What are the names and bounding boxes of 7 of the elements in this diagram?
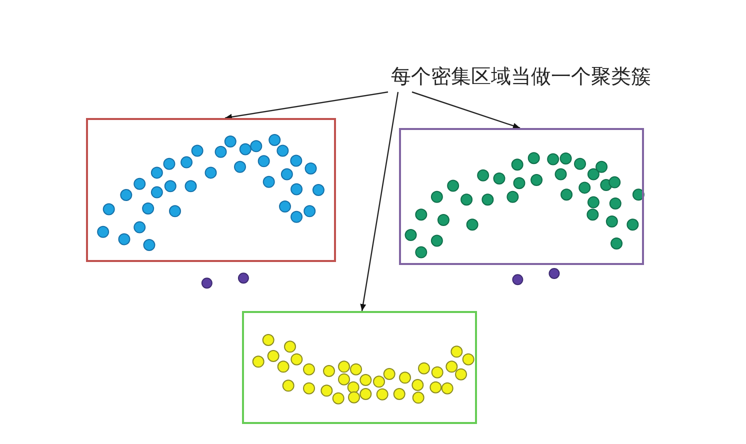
cluster-frame — [399, 128, 644, 265]
arrow — [224, 91, 388, 120]
arrow — [412, 91, 520, 129]
cluster-frame — [242, 311, 477, 424]
callout-text: 每个密集区域当做一个聚类簇 — [385, 62, 657, 92]
arrow — [360, 92, 399, 312]
cluster-frame — [86, 118, 336, 262]
